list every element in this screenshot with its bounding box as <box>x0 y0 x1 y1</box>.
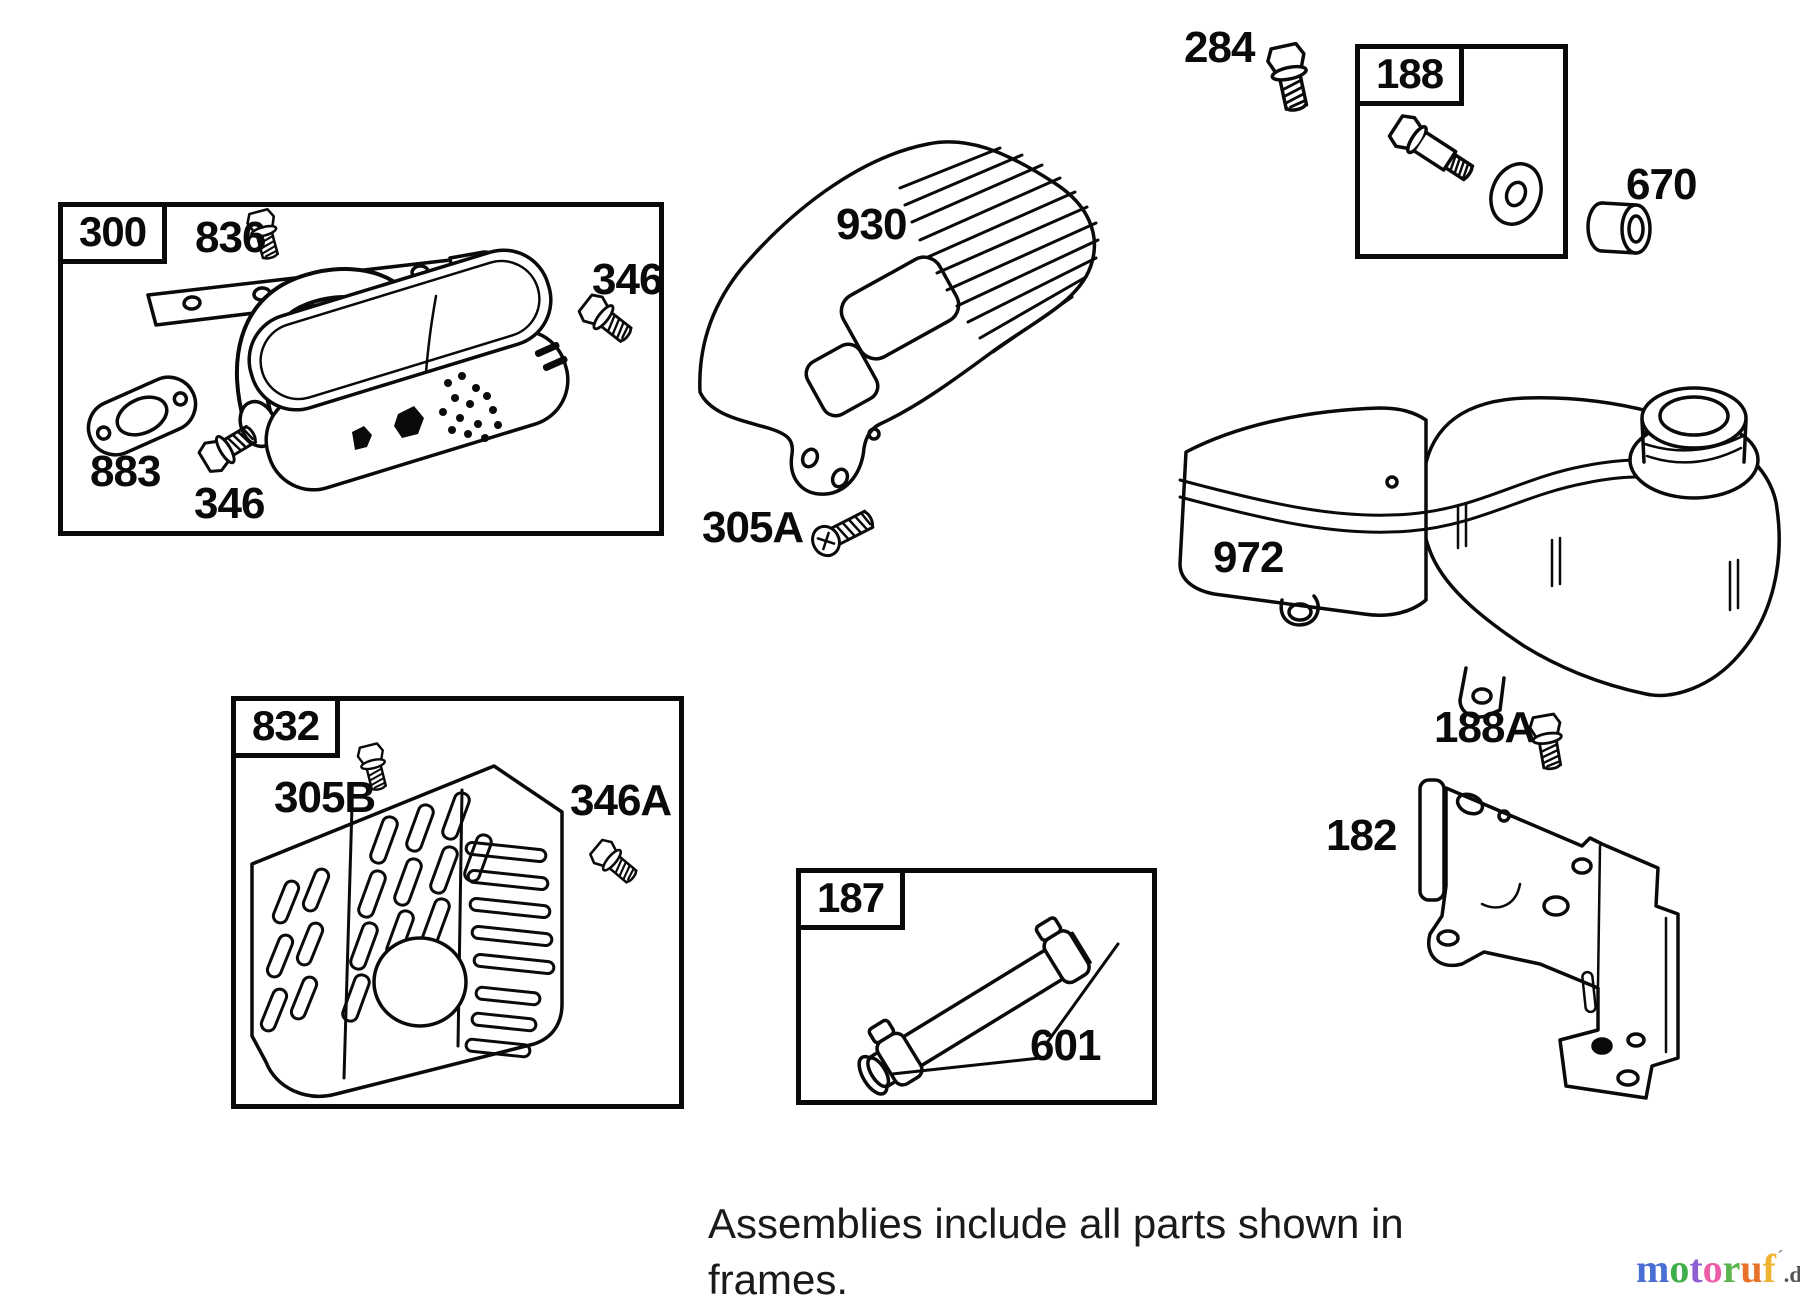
part-label-182: 182 <box>1326 811 1397 860</box>
part-label-930: 930 <box>836 200 907 249</box>
watermark-letter: r <box>1722 1246 1741 1291</box>
frame-187-label: 187 <box>817 874 885 921</box>
watermark-letter: t <box>1689 1246 1703 1291</box>
caption: Assemblies include all parts shown in fr… <box>708 1200 1404 1300</box>
watermark-letter: o <box>1669 1246 1690 1291</box>
frame-188: 188 <box>1355 44 1568 259</box>
bracket-182-drawing <box>1418 778 1680 1100</box>
watermark-letter: u <box>1740 1246 1763 1291</box>
frame-300-tab: 300 <box>58 202 168 264</box>
part-label-284: 284 <box>1184 23 1255 72</box>
part-label-836: 836 <box>195 213 266 262</box>
muffler-guard-832-drawing <box>250 764 564 1098</box>
part-label-670: 670 <box>1626 160 1697 209</box>
frame-832-label: 832 <box>252 702 320 749</box>
shoulder-bolt-188-drawing <box>1387 114 1543 226</box>
watermark-letter: m <box>1636 1246 1670 1291</box>
frame-832-tab: 832 <box>231 696 341 758</box>
part-label-346-bottom: 346 <box>194 479 265 528</box>
screw-305A-icon <box>805 503 880 563</box>
gasket-883-drawing <box>86 375 198 457</box>
part-label-305B: 305B <box>274 773 376 822</box>
frame-300: 300 <box>58 202 664 536</box>
fuel-tank-972-drawing <box>1178 386 1781 719</box>
bolt-284-icon <box>1265 42 1314 113</box>
frame-188-label: 188 <box>1376 50 1444 97</box>
frame-187-tab: 187 <box>796 868 906 930</box>
part-label-346A: 346A <box>570 776 672 825</box>
leader-line-601 <box>890 942 1120 1076</box>
frame-188-tab: 188 <box>1355 44 1465 106</box>
fuel-hose-601-drawing <box>857 916 1120 1096</box>
watermark-suffix: .de <box>1783 1262 1800 1287</box>
part-label-305A: 305A <box>702 503 804 552</box>
part-label-346-top: 346 <box>592 255 663 304</box>
frame-300-label: 300 <box>79 208 147 255</box>
watermark-letter: f <box>1762 1246 1776 1291</box>
part-label-972: 972 <box>1213 533 1284 582</box>
watermark-accent: ´ <box>1777 1247 1784 1269</box>
frame-187: 187 <box>796 868 1157 1105</box>
motoruf-watermark: motoruf´.de <box>1636 1248 1800 1289</box>
muffler-assembly-drawing <box>86 248 570 492</box>
part-label-188A: 188A <box>1434 703 1536 752</box>
frame-832: 832 <box>231 696 684 1109</box>
bushing-670-drawing <box>1586 201 1652 255</box>
watermark-letter: o <box>1702 1246 1723 1291</box>
engine-cover-930-drawing <box>698 140 1100 496</box>
part-label-601: 601 <box>1030 1021 1101 1070</box>
part-label-883: 883 <box>90 447 161 496</box>
